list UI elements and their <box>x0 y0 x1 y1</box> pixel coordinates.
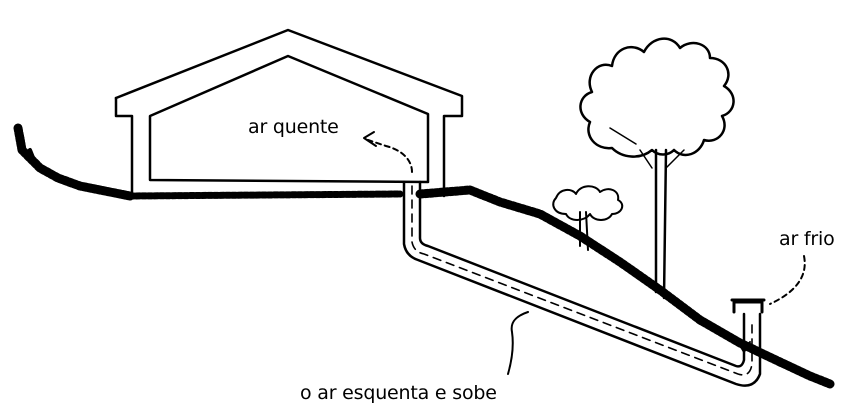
house-interior <box>148 54 430 184</box>
air-heats-rises-label: o ar esquenta e sobe <box>300 382 497 404</box>
tree <box>579 37 735 300</box>
cold-air-label: ar frio <box>779 228 835 250</box>
shrub <box>552 185 624 251</box>
cold-air-leader <box>737 255 806 353</box>
house-roof-left <box>114 96 134 198</box>
house <box>114 28 464 198</box>
warm-air-label: ar quente <box>248 116 339 138</box>
label-pointer-line <box>507 311 529 375</box>
earth-tube <box>402 180 762 387</box>
air-intake-hood <box>730 298 766 314</box>
house-roof-right <box>114 28 464 198</box>
ground-surface <box>13 123 835 389</box>
warm-air-arrow <box>363 131 413 173</box>
